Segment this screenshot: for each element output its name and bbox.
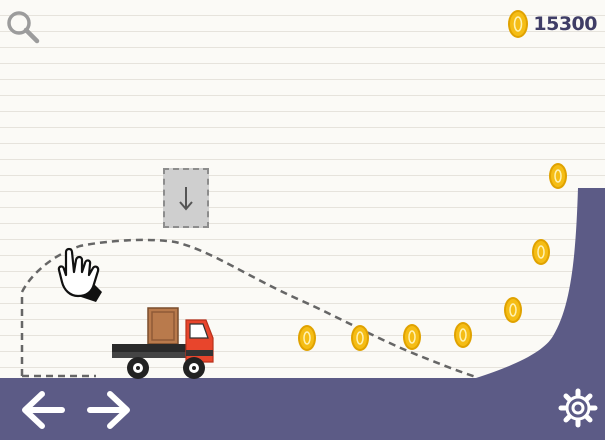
coin-group — [298, 163, 567, 351]
coin — [403, 324, 421, 350]
coin — [351, 325, 369, 351]
gear-icon — [558, 388, 598, 428]
search-button[interactable] — [4, 8, 42, 46]
truck-bed — [112, 344, 188, 352]
settings-button[interactable] — [556, 384, 600, 432]
coin — [454, 322, 472, 348]
coin-count: 15300 — [533, 13, 597, 35]
drop-box-button[interactable] — [163, 168, 209, 228]
coin-counter: 15300 — [507, 8, 597, 40]
magnifier-icon — [7, 11, 40, 44]
move-right-button[interactable] — [86, 388, 134, 432]
ground-terrain — [0, 188, 605, 440]
coin — [298, 325, 316, 351]
arrow-down-icon — [179, 187, 193, 211]
front-wheel — [183, 357, 205, 379]
coin — [549, 163, 567, 189]
coin-icon — [508, 10, 529, 38]
rear-wheel — [127, 357, 149, 379]
tutorial-hand-icon — [56, 246, 106, 302]
truck-window — [189, 323, 209, 339]
truck — [110, 304, 216, 382]
arrow-left-icon — [22, 391, 65, 429]
arrow-right-icon — [87, 391, 130, 429]
coin — [532, 239, 550, 265]
coin — [504, 297, 522, 323]
cargo-crate — [147, 307, 179, 345]
move-left-button[interactable] — [18, 388, 66, 432]
